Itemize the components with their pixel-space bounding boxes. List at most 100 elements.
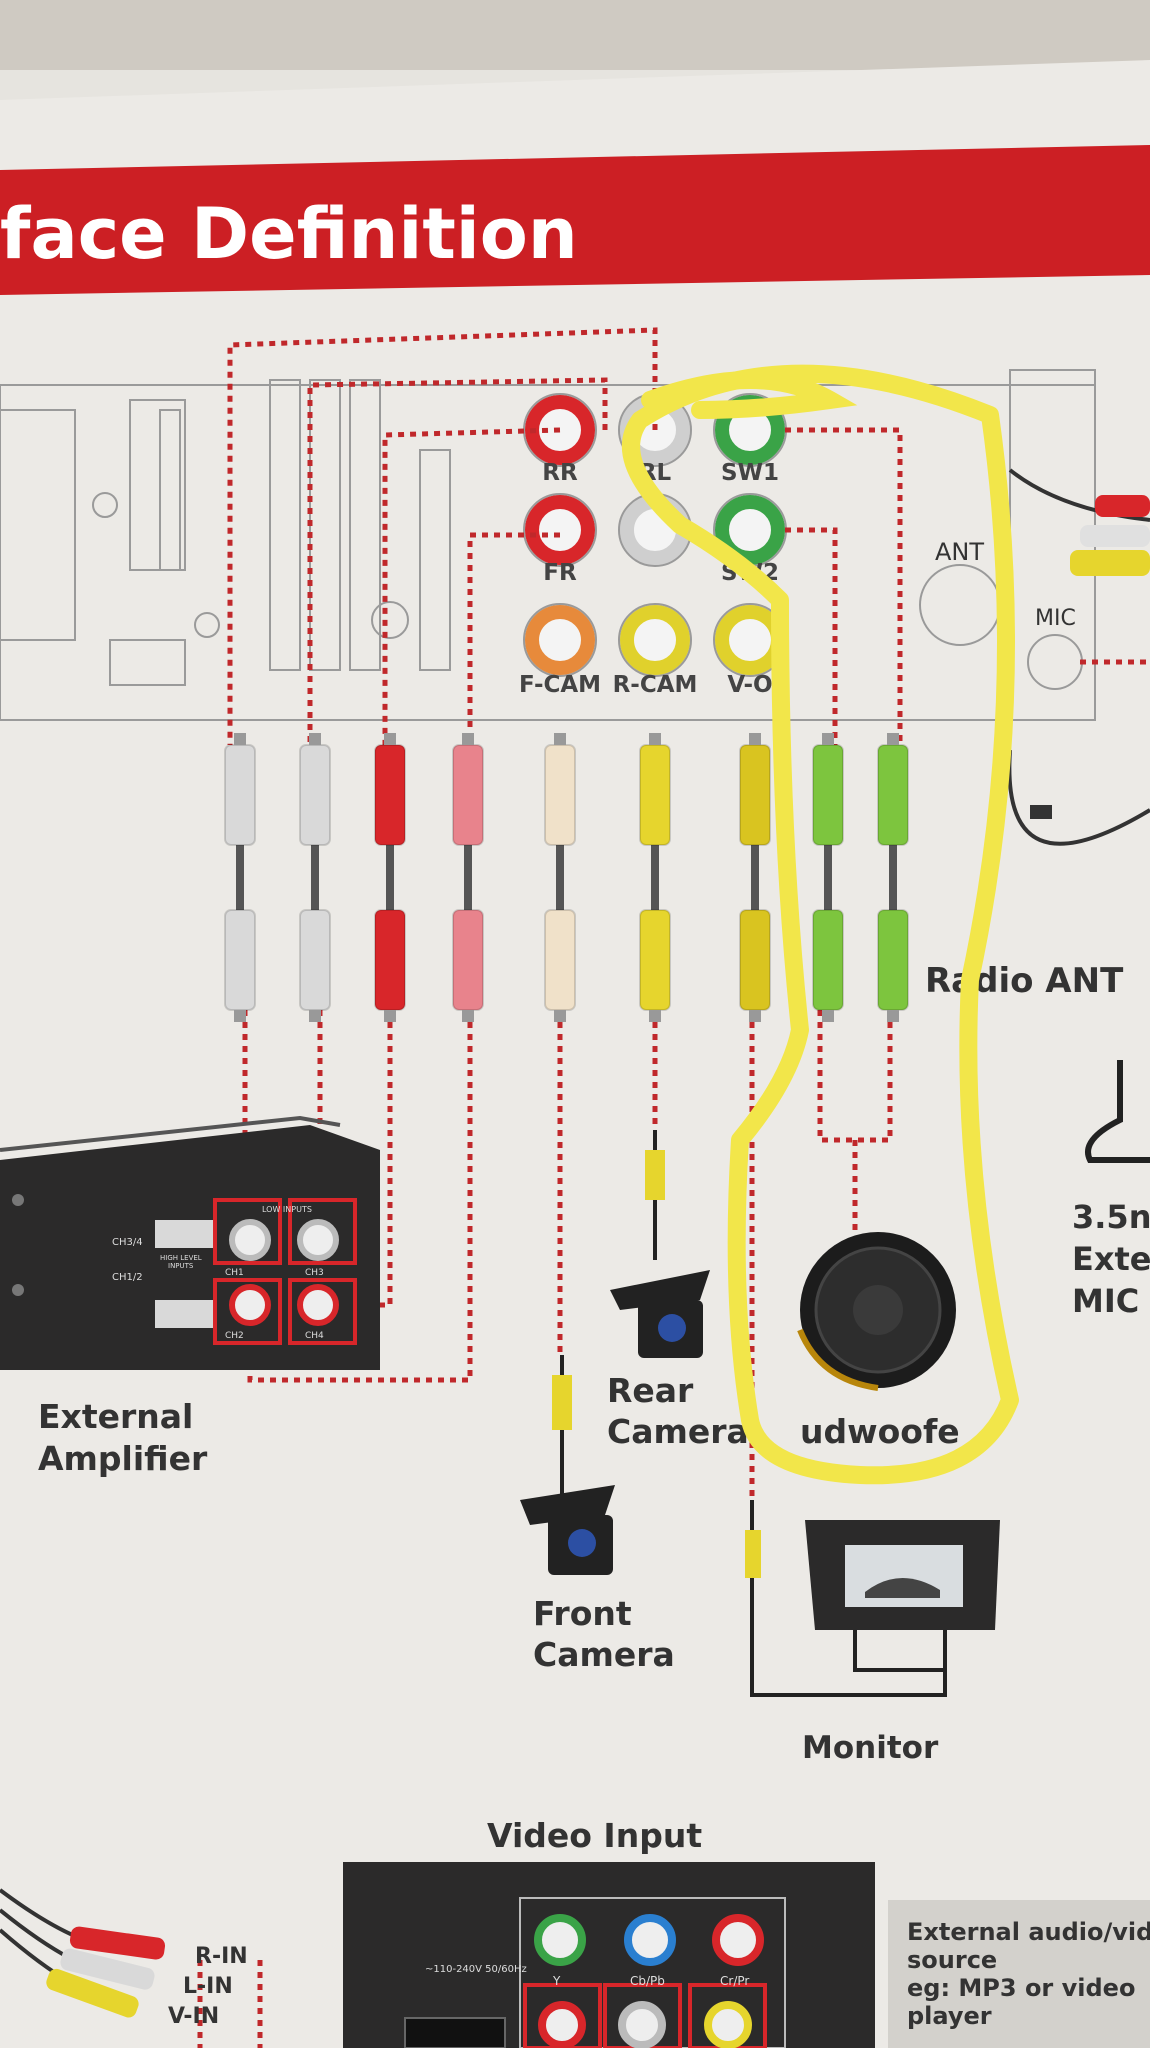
- front-camera-lens: [568, 1529, 596, 1557]
- line-sw1: [785, 427, 903, 745]
- rca-cable-tip: [384, 1010, 396, 1022]
- amp-screw-1: [12, 1194, 24, 1206]
- rca-port-label: V-O: [727, 672, 772, 698]
- wire-black: [1008, 468, 1150, 522]
- wire-plug-white: [1080, 525, 1150, 547]
- jack-video: [704, 2001, 752, 2048]
- rca-cable-wire: [889, 840, 897, 920]
- rca-cable-plug-bottom: [639, 909, 671, 1011]
- video-power-label: ~110-240V 50/60Hz: [425, 1964, 527, 1975]
- rca-cable-plug-bottom: [812, 909, 844, 1011]
- rca-cable-tip: [309, 733, 321, 745]
- heat-fin-5: [349, 379, 381, 671]
- rca-cable-plug-top: [452, 744, 484, 846]
- amp-ch2-label: CH2: [225, 1331, 244, 1341]
- rca-cable-plug-bottom: [877, 909, 909, 1011]
- video-panel-jack-area: [519, 1897, 786, 2048]
- rca-cable-plug-bottom: [544, 909, 576, 1011]
- ext-note-2: source: [907, 1946, 997, 1974]
- yellow-highlight-loop: [622, 364, 1019, 1485]
- mic-device-label-1: 3.5n: [1072, 1198, 1150, 1236]
- amp-jack-ch2: [229, 1284, 271, 1326]
- amp-ch1-box: [213, 1198, 282, 1265]
- amp-ch4-box: [288, 1278, 357, 1345]
- mic-device-label-2: Exte: [1072, 1240, 1150, 1278]
- rca-cable-plug-bottom: [452, 909, 484, 1011]
- rca-cable-tip: [554, 733, 566, 745]
- rca-cable-plug-top: [639, 744, 671, 846]
- vid-line-l: L-IN: [183, 1974, 233, 1999]
- external-amplifier: [0, 1115, 380, 1370]
- vid-plug-white: [60, 1948, 155, 1990]
- rca-port-label: RR: [542, 460, 578, 486]
- rca-cable: [544, 733, 576, 1022]
- rca-port-rim: [618, 603, 692, 677]
- ant-label: ANT: [935, 538, 984, 566]
- rca-cables: [224, 733, 909, 1022]
- jack-box-1: [523, 1983, 602, 2048]
- amp-jack-ch4: [297, 1284, 339, 1326]
- heat-fin-3: [269, 379, 301, 671]
- subwoofer-accent: [797, 1328, 879, 1391]
- rca-cable: [812, 733, 844, 1022]
- line-fr: [467, 532, 560, 745]
- yellow-highlight-start: [641, 371, 858, 419]
- ext-note-4: player: [907, 2002, 992, 2030]
- rca-cable-tip: [749, 1010, 761, 1022]
- rca-cable-tip: [887, 1010, 899, 1022]
- vid-plug-red: [69, 1926, 166, 1960]
- rca-cable-wire: [751, 840, 759, 920]
- jack-y: [534, 1914, 586, 1966]
- amp-hl-connector-1: [155, 1220, 215, 1248]
- rca-cable-plug-top: [877, 744, 909, 846]
- rca-cable: [374, 733, 406, 1022]
- iso-connector: [0, 409, 76, 641]
- rca-cable-plug-top: [299, 744, 331, 846]
- rca-port-label: SW1: [721, 460, 779, 486]
- front-camera-label-1: Front: [533, 1594, 632, 1633]
- rear-camera: [610, 1130, 710, 1358]
- amplifier-edge: [0, 1115, 341, 1152]
- amp-jack-ch3: [297, 1219, 339, 1261]
- amp-jack-ch1: [229, 1219, 271, 1261]
- rca-cable-wire: [386, 840, 394, 920]
- rca-cable-tip: [649, 733, 661, 745]
- ext-source-box: [888, 1900, 1150, 2048]
- amp-ch1-label: CH1: [225, 1268, 244, 1278]
- rca-cable-plug-bottom: [739, 909, 771, 1011]
- amp-high-level-label: HIGH LEVEL: [160, 1254, 202, 1262]
- rca-cable: [224, 733, 256, 1022]
- amp-ch3-box: [288, 1198, 357, 1265]
- video-input-panel: [343, 1862, 875, 2048]
- rca-port-label: FR: [543, 560, 577, 586]
- wire-plug-yellow: [1070, 550, 1150, 576]
- amplifier-label-1: External: [38, 1397, 193, 1436]
- amplifier-label-2: Amplifier: [38, 1439, 208, 1478]
- rear-camera-label-1: Rear: [607, 1371, 694, 1410]
- rca-cable-tip: [234, 733, 246, 745]
- screw-1: [92, 492, 118, 518]
- rca-port-rim: [523, 393, 597, 467]
- amp-ch4-label: CH4: [305, 1331, 324, 1341]
- radio-antenna-cable: [1007, 749, 1150, 846]
- rca-cable-plug-top: [812, 744, 844, 846]
- rca-cable-wire: [311, 840, 319, 920]
- rca-port-f-cam: [525, 605, 595, 675]
- line-amp-4: [247, 1010, 473, 1383]
- jack-cbpb: [624, 1914, 676, 1966]
- mic-device: [1085, 1060, 1150, 1163]
- mic-label: MIC: [1035, 606, 1076, 631]
- front-camera: [520, 1355, 615, 1575]
- rca-cable-tip: [822, 1010, 834, 1022]
- rca-cable-plug-bottom: [224, 909, 256, 1011]
- rca-port-label: R-CAM: [613, 672, 698, 698]
- rear-camera-lens: [658, 1314, 686, 1342]
- rca-cable-tip: [554, 1010, 566, 1022]
- video-input-cables: [0, 1888, 166, 2018]
- jack-audio-l: [618, 2001, 666, 2048]
- rca-cable: [299, 733, 331, 1022]
- jack-box-2: [603, 1983, 682, 2048]
- rca-cable-tip: [309, 1010, 321, 1022]
- hdmi-port: [404, 2017, 506, 2048]
